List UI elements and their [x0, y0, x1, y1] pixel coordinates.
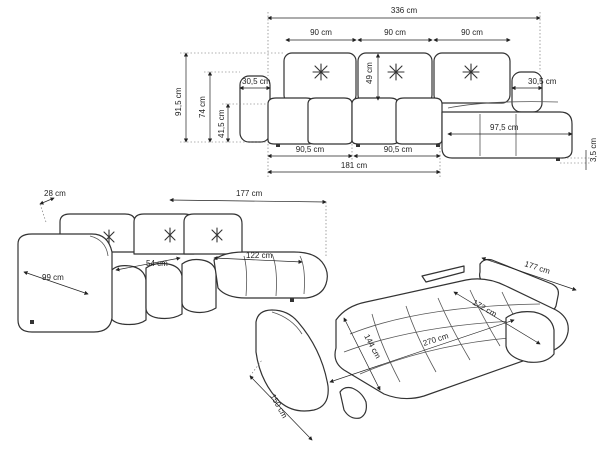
dim-overall-width: 336 cm [391, 6, 418, 15]
leg [30, 320, 34, 324]
seat-block-3 [351, 97, 399, 145]
leg [290, 298, 294, 302]
bed-view: 177 cm 172 cm 270 cm 144 cm 150 cm [249, 257, 577, 441]
dim-seat-depth: 54 cm [146, 259, 168, 268]
tuft-star-icon [387, 63, 405, 81]
seat-block-3 [181, 258, 217, 314]
dim-seat-height: 41,5 cm [217, 109, 226, 138]
chaise-block [441, 111, 573, 159]
dim-seat-module-1: 90,5 cm [296, 145, 325, 154]
dim-seat-module-2: 90,5 cm [384, 145, 413, 154]
seat-block-1 [267, 97, 315, 145]
dim-leg-height: 3,5 cm [589, 138, 598, 162]
front-view: 336 cm 90 cm 90 cm 90 cm 30,5 cm 30,5 cm… [174, 6, 598, 178]
dim-left-arm-width: 30,5 cm [242, 77, 271, 86]
dim-right-arm-width: 30,5 cm [528, 77, 557, 86]
dim-chaise-depth: 97,5 cm [490, 123, 519, 132]
leg [356, 144, 360, 147]
tuft-star-icon [164, 227, 176, 243]
leg [276, 144, 280, 147]
folded-backrest [421, 265, 465, 283]
pull-out-block [339, 386, 367, 419]
seat-block-1 [109, 265, 147, 326]
tuft-star-icon [312, 63, 330, 81]
seat-block-2 [307, 97, 353, 145]
seat-block-2 [145, 262, 183, 320]
tuft-star-icon [462, 63, 480, 81]
dim-cushion-height: 49 cm [365, 62, 374, 84]
dim-cushion-width-1: 90 cm [310, 28, 332, 37]
dim-overall-depth: 177 cm [236, 189, 263, 198]
dim-cushion-width-2: 90 cm [384, 28, 406, 37]
back-cushion-left [283, 52, 357, 104]
back-cushion-right [183, 213, 243, 255]
leg [556, 158, 560, 161]
dim-arm-thickness: 28 cm [44, 189, 66, 198]
back-cushion-right [433, 52, 511, 104]
leg [436, 144, 440, 147]
perspective-view: 28 cm 177 cm 54 cm 122 cm 99 cm [17, 189, 328, 333]
front-arm [255, 309, 329, 412]
dim-cushion-width-3: 90 cm [461, 28, 483, 37]
tuft-star-icon [211, 227, 223, 243]
dim-arm-height: 74 cm [198, 96, 207, 118]
seat-block-4 [395, 97, 443, 145]
front-arm [17, 233, 113, 333]
dim-arm-depth: 99 cm [42, 273, 64, 282]
dim-chaise-length: 122 cm [246, 251, 273, 260]
chaise-block [505, 311, 555, 363]
dim-seat-total: 181 cm [341, 161, 368, 170]
dim-total-height: 91,5 cm [174, 87, 183, 116]
